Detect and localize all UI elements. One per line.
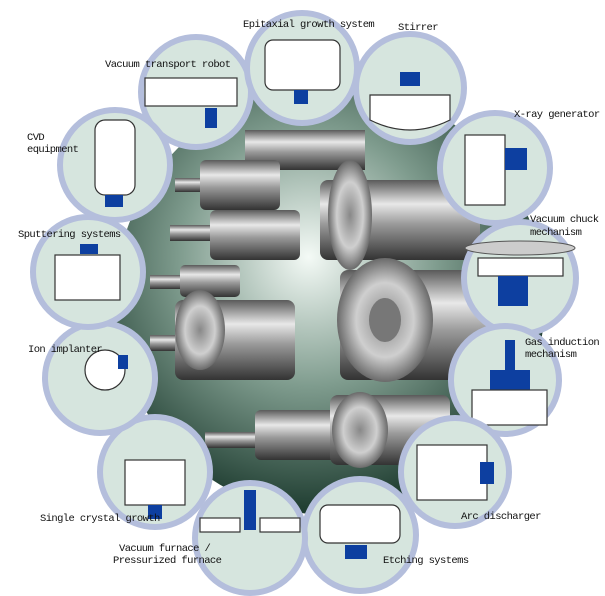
label-ion-implanter: Ion implanter [28,344,102,356]
label-single-crystal-growth: Single crystal growth [40,513,160,525]
circle-ion-implanter [42,320,158,436]
label-arc-discharger: Arc discharger [461,511,541,523]
circle-sputtering-systems [30,214,146,330]
circle-cvd-equipment [57,107,173,223]
label-cvd-line2: equipment [27,144,79,156]
circle-etching-systems [301,476,419,594]
label-vacuum-furnace-line1: Vacuum furnace / [119,543,211,555]
label-vacuum-chuck-line2: mechanism [530,227,582,239]
labels: Vacuum transport robot Epitaxial growth … [18,19,600,567]
circle-vacuum-chuck-mechanism [461,219,579,337]
label-epitaxial-growth-system: Epitaxial growth system [243,19,374,31]
label-vacuum-furnace-line2: Pressurized furnace [113,555,222,567]
label-etching-systems: Etching systems [383,555,469,567]
label-gas-induction-line2: mechanism [525,349,577,361]
circle-vacuum-furnace [192,480,308,596]
circle-stirrer [353,31,467,145]
circle-arc-discharger [398,415,512,529]
circle-x-ray-generator [437,110,553,226]
circle-gas-induction-mechanism [448,323,562,437]
circle-vacuum-transport-robot [138,34,254,150]
application-circles [30,10,579,596]
circle-single-crystal-growth [97,414,213,530]
label-cvd-line1: CVD [27,132,44,144]
label-sputtering-systems: Sputtering systems [18,229,121,241]
label-gas-induction-line1: Gas induction [525,337,599,349]
label-vacuum-chuck-line1: Vacuum chuck [530,214,599,226]
label-vacuum-transport-robot: Vacuum transport robot [105,59,231,71]
label-x-ray-generator: X-ray generator [514,109,600,121]
label-stirrer: Stirrer [398,22,438,34]
